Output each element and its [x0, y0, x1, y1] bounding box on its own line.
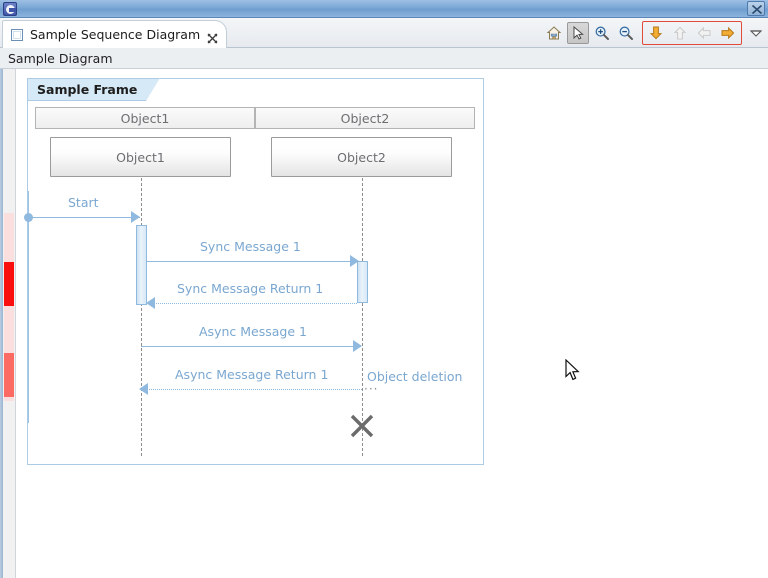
async-return-1-line[interactable]: [144, 389, 362, 390]
annotation-range-marker[interactable]: [4, 213, 14, 401]
back-button[interactable]: [693, 22, 715, 44]
previous-page-button[interactable]: [669, 22, 691, 44]
zoom-out-button[interactable]: [615, 22, 637, 44]
activation-bar-object1[interactable]: [136, 225, 147, 305]
async-return-1-label: Async Message Return 1: [175, 367, 329, 382]
tab-label: Sample Sequence Diagram: [30, 27, 201, 42]
zoom-in-button[interactable]: [591, 22, 613, 44]
window-close-button[interactable]: [747, 1, 765, 16]
toolbar-overflow-button[interactable]: [746, 22, 766, 44]
arrow-up-icon: [673, 26, 687, 40]
chevron-down-icon: [749, 30, 763, 37]
sync-message-1-arrowhead: [350, 255, 359, 267]
select-arrow-icon: [573, 25, 584, 40]
async-return-1-arrowhead: [139, 383, 148, 395]
editor-tab-row: Sample Sequence Diagram: [0, 18, 768, 48]
diagram-toolbar: [542, 18, 768, 48]
object-deletion-x-mark[interactable]: [349, 413, 375, 439]
lifeline-header-object2-label: Object2: [340, 110, 390, 126]
tab-close-icon[interactable]: [207, 29, 218, 44]
frame-title-tag: Sample Frame: [28, 78, 161, 101]
select-tool-button[interactable]: [567, 22, 589, 44]
object-deletion-label: Object deletion: [367, 369, 463, 384]
start-message-line[interactable]: [28, 217, 140, 218]
start-message-label: Start: [68, 195, 99, 210]
lifeline-box-object1-label: Object1: [116, 149, 165, 165]
ruler-edge: [0, 69, 3, 578]
lifeline-box-object1[interactable]: Object1: [50, 137, 231, 177]
arrow-down-icon: [649, 26, 663, 40]
start-message-arrowhead: [131, 211, 140, 223]
lifeline-box-object2[interactable]: Object2: [271, 137, 452, 177]
start-anchor-stem: [28, 191, 29, 423]
async-message-1-line[interactable]: [141, 346, 359, 347]
diagram-file-icon: [11, 28, 23, 41]
sequence-diagram-canvas[interactable]: Sample Frame Object1 Object2 Object1 Obj…: [17, 69, 768, 578]
breadcrumb: Sample Diagram: [0, 48, 768, 69]
lifeline-header-object1[interactable]: Object1: [35, 107, 255, 129]
async-message-1-label: Async Message 1: [199, 324, 307, 339]
home-icon: [546, 26, 562, 40]
lifeline-header-object2[interactable]: Object2: [255, 107, 475, 129]
forward-button[interactable]: [717, 22, 739, 44]
close-icon: [751, 4, 763, 15]
next-page-button[interactable]: [645, 22, 667, 44]
lifeline-header-object1-label: Object1: [120, 110, 170, 126]
breadcrumb-label: Sample Diagram: [8, 50, 113, 66]
arrow-right-icon: [721, 26, 735, 40]
sync-return-1-label: Sync Message Return 1: [177, 281, 324, 296]
async-message-1-arrowhead: [353, 340, 362, 352]
lifeline-box-object2-label: Object2: [337, 149, 386, 165]
frame-title-label: Sample Frame: [37, 82, 138, 97]
annotation-error-marker[interactable]: [4, 262, 14, 306]
arrow-left-icon: [697, 26, 711, 40]
tab-sample-sequence-diagram[interactable]: Sample Sequence Diagram: [2, 20, 228, 48]
navigation-arrow-group: [642, 21, 742, 45]
zoom-out-icon: [619, 26, 633, 40]
eclipse-app-icon: [3, 2, 17, 16]
sync-message-1-line[interactable]: [147, 261, 355, 262]
activation-bar-object2[interactable]: [357, 261, 368, 303]
window-title-bar: [0, 0, 768, 18]
annotation-ruler[interactable]: [0, 69, 16, 578]
annotation-warning-marker[interactable]: [4, 353, 14, 397]
sync-return-1-line[interactable]: [150, 303, 357, 304]
lifeline-dash-object2: [362, 178, 363, 456]
lifeline-dash-object1: [141, 178, 142, 456]
editor-canvas-area: Sample Frame Object1 Object2 Object1 Obj…: [0, 69, 768, 578]
object-deletion-dots: ···: [364, 382, 379, 396]
sync-message-1-label: Sync Message 1: [200, 239, 301, 254]
home-button[interactable]: [543, 22, 565, 44]
sync-return-1-arrowhead: [146, 297, 155, 309]
zoom-in-icon: [595, 26, 609, 40]
